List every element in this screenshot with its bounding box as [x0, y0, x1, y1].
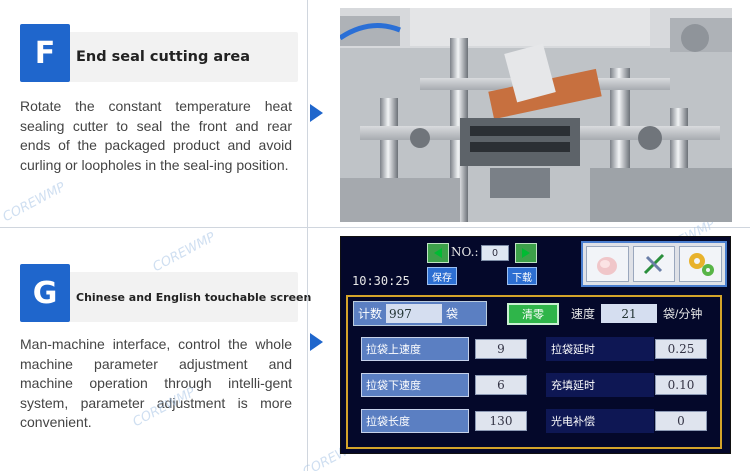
product-button[interactable] [586, 246, 629, 282]
speed-value: 21 [601, 304, 658, 323]
param-label: 拉袋上速度 [361, 337, 469, 361]
horizontal-divider [0, 227, 750, 228]
chicken-icon [597, 257, 618, 275]
watermark: COREWMP [150, 229, 218, 276]
speed-label: 速度 [571, 307, 596, 321]
pointer-arrow-icon [310, 333, 323, 351]
feature-f-header: F End seal cutting area [20, 24, 298, 82]
feature-letter-badge: G [20, 264, 70, 322]
param-label: 拉袋下速度 [361, 373, 469, 397]
feature-description: Rotate the constant temperature heat sea… [20, 98, 292, 173]
settings-button[interactable] [679, 246, 723, 282]
arrow-left-icon [434, 248, 442, 258]
next-arrow-button[interactable] [515, 243, 537, 263]
counter-row: 计数 997 袋 [353, 301, 487, 326]
counter-unit: 袋 [446, 307, 459, 321]
download-button[interactable]: 下载 [507, 267, 537, 285]
watermark: COREWMP [0, 179, 68, 226]
feature-title: Chinese and English touchable screen [76, 290, 312, 304]
feature-description: Man-machine interface, control the whole… [20, 336, 292, 430]
param-label: 光电补偿 [546, 409, 654, 433]
param-input[interactable]: 0.10 [655, 375, 707, 395]
quick-icon-panel [581, 241, 727, 287]
param-input[interactable]: 0.25 [655, 339, 707, 359]
save-button[interactable]: 保存 [427, 267, 457, 285]
feature-letter-badge: F [20, 24, 70, 82]
param-input[interactable]: 130 [475, 411, 527, 431]
param-input[interactable]: 6 [475, 375, 527, 395]
counter-label: 计数 [358, 307, 383, 321]
gears-icon [688, 253, 714, 276]
arrow-right-icon [522, 248, 530, 258]
param-label: 拉袋延时 [546, 337, 654, 361]
param-label: 充填延时 [546, 373, 654, 397]
feature-title: End seal cutting area [76, 49, 250, 65]
parameter-frame [346, 295, 722, 449]
previous-arrow-button[interactable] [427, 243, 449, 263]
counter-value: 997 [386, 304, 443, 323]
param-label: 拉袋长度 [361, 409, 469, 433]
vertical-divider [307, 0, 308, 471]
feature-g-header: G Chinese and English touchable screen [20, 264, 311, 322]
clear-counter-button[interactable]: 清零 [507, 303, 559, 325]
speed-unit: 袋/分钟 [663, 307, 703, 321]
pointer-arrow-icon [310, 104, 323, 122]
tools-button[interactable] [632, 246, 676, 282]
speed-row: 速度 21 袋/分钟 [571, 301, 716, 326]
tools-icon [643, 253, 665, 275]
recipe-number-label: NO.: [451, 245, 479, 259]
param-input[interactable]: 9 [475, 339, 527, 359]
param-input[interactable]: 0 [655, 411, 707, 431]
clock-display: 10:30:25 [352, 274, 410, 288]
recipe-number-input[interactable]: 0 [481, 245, 509, 261]
end-seal-machine-photo [340, 8, 732, 222]
hmi-touchscreen: NO.: 0 10:30:25 保存 下载 计数 997 袋 [340, 236, 731, 454]
